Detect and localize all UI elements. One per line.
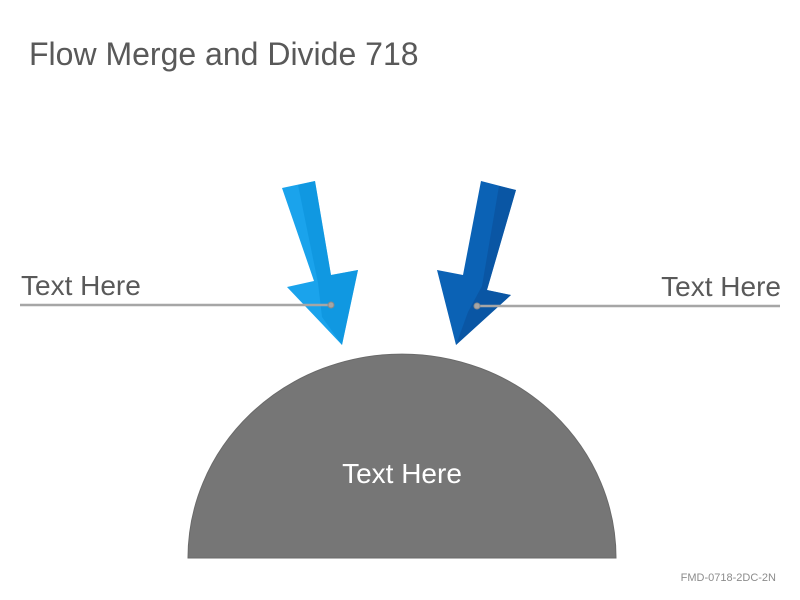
left-callout-dot bbox=[327, 301, 335, 309]
center-text-label[interactable]: Text Here bbox=[342, 458, 462, 489]
slide-title: Flow Merge and Divide 718 bbox=[29, 36, 419, 72]
right-arrow[interactable] bbox=[437, 181, 516, 345]
right-text-label[interactable]: Text Here bbox=[661, 271, 781, 302]
right-callout-dot bbox=[473, 302, 481, 310]
left-text-label[interactable]: Text Here bbox=[21, 270, 141, 301]
semicircle-shape[interactable] bbox=[187, 353, 617, 559]
left-arrow[interactable] bbox=[282, 181, 358, 345]
footer-code: FMD-0718-2DC-2N bbox=[680, 572, 776, 584]
